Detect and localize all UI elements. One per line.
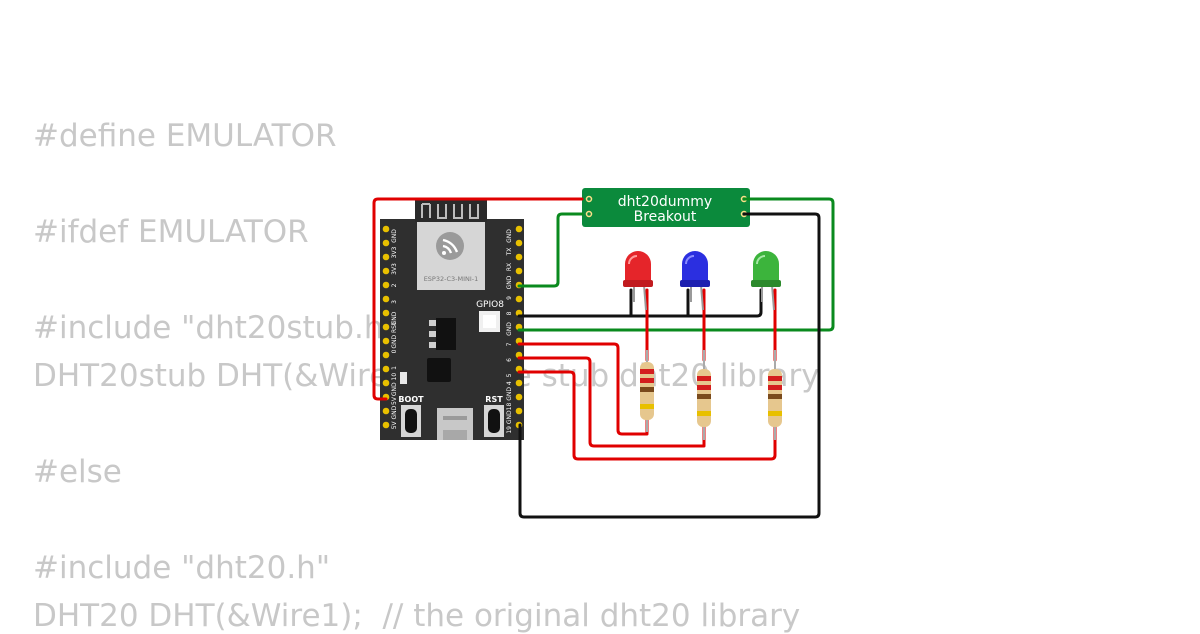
right-pin-label: TX <box>506 248 513 257</box>
left-pin-label: GND RST <box>391 321 398 349</box>
right-pin-label: 5 <box>506 373 513 377</box>
led-blue[interactable] <box>680 251 710 311</box>
module-label: ESP32-C3-MINI-1 <box>424 275 479 283</box>
right-pin-label: 19 GND <box>506 410 513 434</box>
voltage-regulator <box>436 318 456 350</box>
code-line-include-real: #include "dht20.h" <box>33 550 331 586</box>
espressif-logo-icon <box>436 232 464 260</box>
wire-red-led1 <box>517 342 649 436</box>
left-pin-label: GND <box>391 311 398 325</box>
breakout-subtitle: Breakout <box>634 209 697 225</box>
code-line-else: #else <box>33 454 122 490</box>
dht20-breakout[interactable]: dht20dummy Breakout <box>582 188 750 227</box>
left-pin-label: 3 <box>391 300 398 304</box>
left-pin-label: 1 <box>391 366 398 370</box>
left-pin-label: 2 <box>391 283 398 287</box>
boot-label: BOOT <box>398 395 424 404</box>
usb-chip <box>427 358 451 382</box>
left-pin-label: 5V <box>391 396 398 405</box>
code-line-include-stub: #include "dht20stub.h" <box>33 310 398 346</box>
esp32-c3-board[interactable]: ESP32-C3-MINI-1 GPIO8 BOOT RST <box>380 200 524 440</box>
left-pin-label: 0 <box>391 349 398 353</box>
rst-label: RST <box>485 395 503 404</box>
wires <box>372 197 835 519</box>
wire-black-gnd-main <box>518 212 821 519</box>
right-pin-label: 9 <box>506 296 513 300</box>
code-line-ifdef: #ifdef EMULATOR <box>33 214 309 250</box>
led-green[interactable] <box>751 251 781 311</box>
rgb-led-label: GPIO8 <box>476 300 504 310</box>
left-pin-label: GND <box>391 229 398 243</box>
wire-green-scl <box>517 197 835 332</box>
right-pin-label: 8 <box>506 311 513 315</box>
left-pin-label: GND 10 <box>391 373 398 396</box>
right-pin-header <box>515 225 523 429</box>
right-pin-label: GND <box>506 322 513 336</box>
wire-red-led3 <box>517 370 777 461</box>
led-red[interactable] <box>623 251 653 311</box>
resistor-3[interactable] <box>768 350 782 440</box>
left-pin-label: 3V3 <box>391 246 398 258</box>
wire-red-power <box>372 197 584 401</box>
wire-red-led2 <box>517 356 706 448</box>
code-line-define: #define EMULATOR <box>33 118 337 154</box>
wire-green-sda <box>517 212 584 288</box>
right-pin-label: 18 <box>506 403 513 411</box>
right-pin-label: 7 <box>506 342 513 346</box>
right-pin-label: GND 4 <box>506 381 513 401</box>
resistor-2[interactable] <box>697 350 711 440</box>
right-pin-label: RX <box>506 263 513 271</box>
left-pin-label: 3V3 <box>391 263 398 275</box>
left-pin-label: 5V GND <box>391 405 398 429</box>
resistor-1[interactable] <box>640 350 654 432</box>
right-pin-label: GND <box>506 275 513 289</box>
right-pin-label: 6 <box>506 358 513 362</box>
code-line-real-decl: DHT20 DHT(&Wire1); // the original dht20… <box>33 598 801 634</box>
breakout-title: dht20dummy <box>618 194 712 210</box>
wire-black-led-gnd <box>517 288 763 318</box>
right-pin-label: GND <box>506 229 513 243</box>
